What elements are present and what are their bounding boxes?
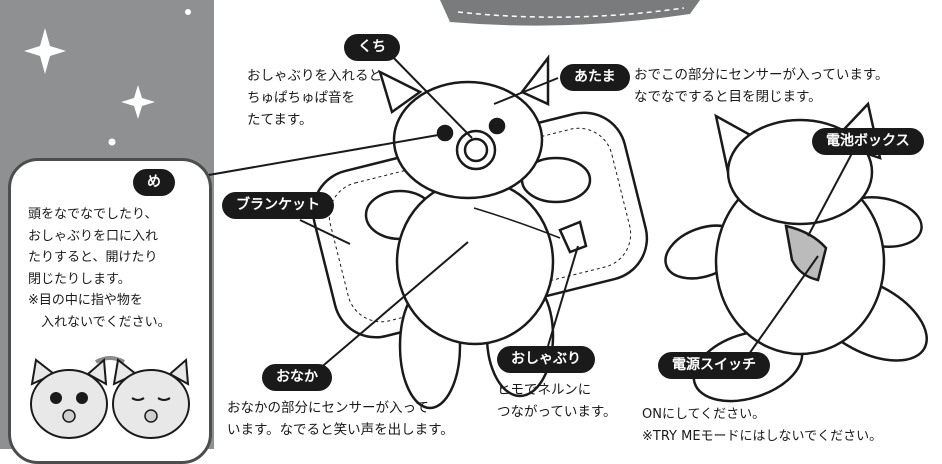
label-me: め	[133, 169, 175, 196]
illustration-layer	[24, 0, 928, 410]
kitten-faces-illustration	[30, 356, 190, 439]
label-onaka: おなか	[262, 364, 332, 391]
oshaburi-description: ヒモでネルンに つながっています。	[497, 382, 617, 420]
label-oshaburi: おしゃぶり	[497, 346, 595, 373]
label-blanket: ブランケット	[222, 192, 334, 219]
onaka-description: おなかの部分にセンサーが入って います。なでると笑い声を出します。	[227, 400, 454, 438]
banner-arc-stitch	[457, 7, 685, 18]
leader-lines	[179, 47, 859, 371]
label-power-switch: 電源スイッチ	[658, 352, 770, 379]
label-kuchi: くち	[344, 34, 400, 61]
switch-description: ONにしてください。 ※TRY MEモードにはしないでください。	[642, 407, 883, 444]
me-description: 頭をなでなでしたり、 おしゃぶりを口に入れ たりすると、開けたり 閉じたりします…	[28, 207, 171, 330]
atama-description: おでこの部分にセンサーが入っています。 なでなですると目を閉じます。	[634, 67, 889, 105]
sparkle-icon	[24, 9, 191, 146]
label-battery-box: 電池ボックス	[812, 128, 924, 155]
banner-arc	[440, 0, 700, 26]
kuchi-description: おしゃぶりを入れると ちゅぱちゅぱ音を たてます。	[247, 68, 382, 128]
label-atama: あたま	[560, 64, 630, 91]
